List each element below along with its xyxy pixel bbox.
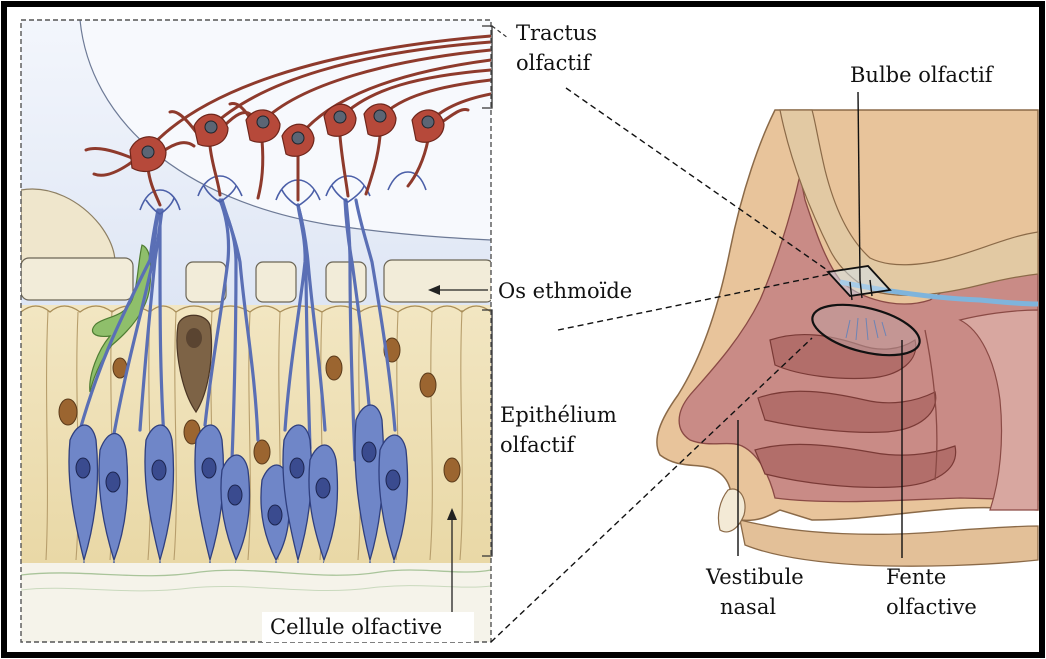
label-fente-line1: Fente — [886, 565, 946, 589]
label-vestibule-line1: Vestibule — [705, 565, 804, 589]
label-bulbe: Bulbe olfactif — [850, 63, 995, 87]
label-tractus-line1: Tractus — [516, 21, 597, 45]
label-epithelium-line2: olfactif — [500, 433, 577, 457]
label-fente-line2: olfactive — [886, 595, 977, 619]
epithelium-detail-panel — [21, 20, 494, 642]
label-tractus-line2: olfactif — [516, 51, 593, 75]
ethmoid-bone-plate — [21, 258, 494, 302]
label-epithelium-line1: Epithélium — [500, 403, 617, 427]
label-os-ethmoide: Os ethmoïde — [498, 279, 632, 303]
label-cellule: Cellule olfactive — [270, 615, 442, 639]
label-vestibule-line2: nasal — [720, 595, 776, 619]
